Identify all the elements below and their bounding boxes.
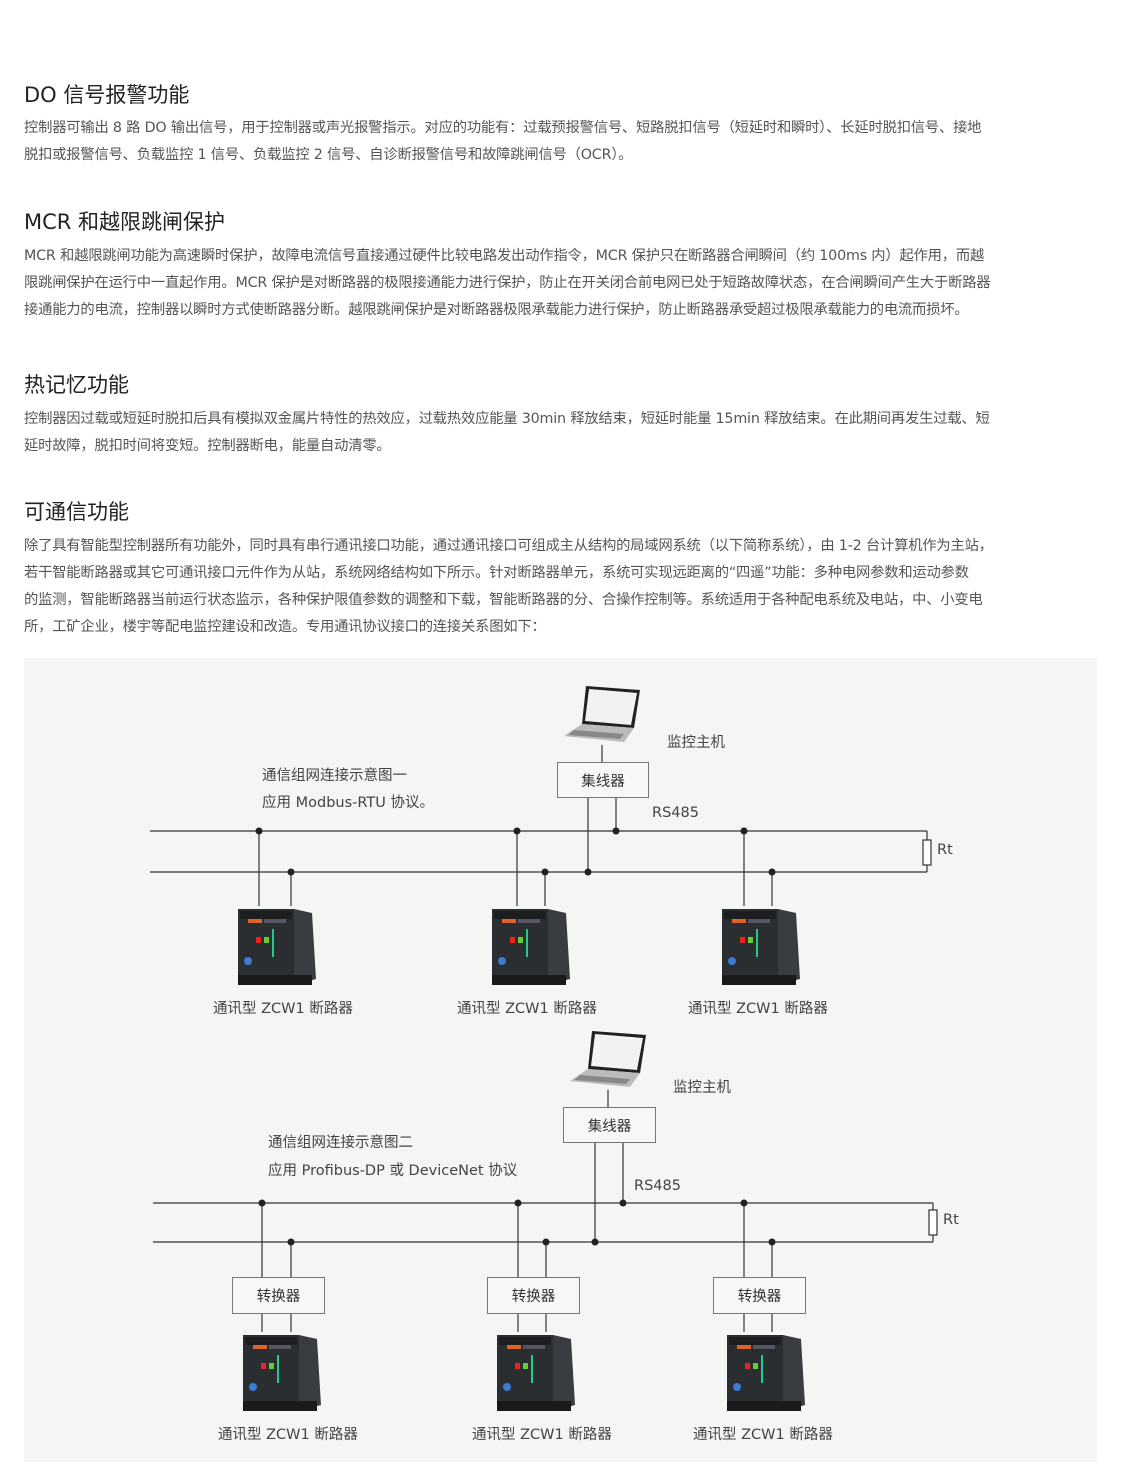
protocol-label: 应用 Profibus-DP 或 DeviceNet 协议 [268, 1163, 518, 1179]
breaker-label: 通讯型 ZCW1 断路器 [218, 1427, 358, 1443]
protocol-label: 应用 Modbus-RTU 协议。 [262, 795, 434, 811]
hub-label: 集线器 [581, 773, 625, 790]
circuit-breaker-icon [236, 905, 320, 987]
section-title-communication: 可通信功能 [24, 500, 129, 524]
converter-box: 转换器 [232, 1277, 325, 1314]
section-title-thermal-memory: 热记忆功能 [24, 373, 129, 397]
host-label: 监控主机 [673, 1080, 731, 1096]
breaker-label: 通讯型 ZCW1 断路器 [457, 1001, 597, 1017]
converter-box: 转换器 [713, 1277, 806, 1314]
circuit-breaker-icon [725, 1331, 809, 1413]
hub-box: 集线器 [563, 1107, 656, 1143]
circuit-breaker-icon [490, 905, 574, 987]
laptop-icon [564, 686, 640, 742]
breaker-label: 通讯型 ZCW1 断路器 [693, 1427, 833, 1443]
hub-label: 集线器 [587, 1118, 632, 1135]
section-title-mcr: MCR 和越限跳闸保护 [24, 210, 226, 234]
converter-label: 转换器 [737, 1289, 782, 1305]
section-text-do-alarm: 控制器可输出 8 路 DO 输出信号，用于控制器或声光报警指示。对应的功能有：过… [24, 120, 982, 163]
section-text-mcr: MCR 和越限跳闸功能为高速瞬时保护，故障电流信号直接通过硬件比较电路发出动作指… [24, 248, 991, 318]
diagram-title: 通信组网连接示意图一 [262, 768, 407, 784]
converter-label: 转换器 [511, 1289, 556, 1305]
terminator-resistor-icon [928, 1209, 938, 1236]
diagram-title: 通信组网连接示意图二 [268, 1135, 413, 1151]
bus-label: RS485 [652, 805, 699, 821]
laptop-icon [570, 1031, 646, 1087]
converter-box: 转换器 [487, 1277, 580, 1314]
circuit-breaker-icon [495, 1331, 579, 1413]
converter-label: 转换器 [256, 1289, 301, 1305]
section-title-do-alarm: DO 信号报警功能 [24, 83, 190, 107]
terminator-resistor-icon [922, 839, 932, 866]
circuit-breaker-icon [720, 905, 804, 987]
breaker-label: 通讯型 ZCW1 断路器 [688, 1001, 828, 1017]
circuit-breaker-icon [241, 1331, 325, 1413]
terminator-label: Rt [937, 842, 953, 858]
terminator-label: Rt [943, 1212, 959, 1228]
hub-box: 集线器 [557, 762, 649, 798]
breaker-label: 通讯型 ZCW1 断路器 [213, 1001, 353, 1017]
section-text-communication: 除了具有智能型控制器所有功能外，同时具有串行通讯接口功能，通过通讯接口可组成主从… [24, 538, 993, 635]
host-label: 监控主机 [667, 735, 725, 751]
section-text-thermal-memory: 控制器因过载或短延时脱扣后具有模拟双金属片特性的热效应，过载热效应能量 30mi… [24, 411, 990, 454]
breaker-label: 通讯型 ZCW1 断路器 [472, 1427, 612, 1443]
bus-label: RS485 [634, 1178, 681, 1194]
